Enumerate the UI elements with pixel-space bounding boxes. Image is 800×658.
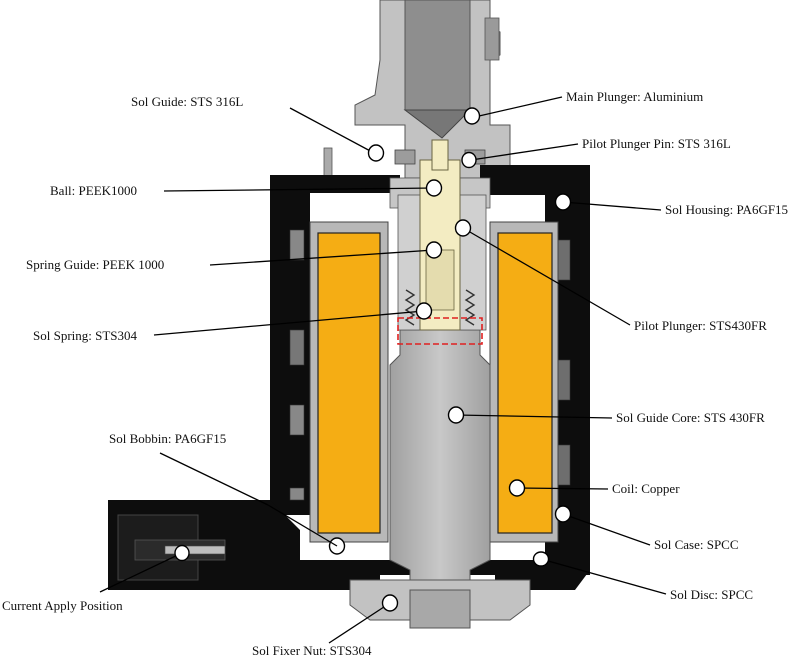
leader-sol-bobbin: [159, 452, 269, 506]
leader-ball: [163, 187, 435, 192]
marker-sol-guide-core: [447, 406, 465, 424]
marker-sol-fixer-nut: [381, 594, 399, 612]
label-main-plunger: Main Plunger: Aluminium: [566, 89, 703, 104]
leader-spring-guide: [209, 249, 435, 266]
label-current-apply: Current Apply Position: [2, 598, 123, 613]
marker-pilot-plunger-pin: [461, 151, 477, 169]
label-pilot-plunger-pin: Pilot Plunger Pin: STS 316L: [582, 136, 731, 151]
leader-sol-fixer-nut: [328, 602, 391, 644]
leader-coil: [516, 487, 609, 490]
marker-pilot-plunger: [454, 219, 472, 237]
label-sol-spring: Sol Spring: STS304: [33, 328, 138, 343]
leader-pilot-plunger-pin: [470, 143, 579, 161]
leader-sol-housing: [562, 201, 662, 211]
label-ball: Ball: PEEK1000: [50, 183, 137, 198]
marker-current-apply: [174, 544, 190, 562]
label-sol-guide-core: Sol Guide Core: STS 430FR: [616, 410, 765, 425]
marker-sol-guide: [367, 144, 385, 162]
marker-coil: [508, 479, 526, 497]
label-sol-housing: Sol Housing: PA6GF15: [665, 202, 788, 217]
leader-pilot-plunger: [462, 227, 631, 326]
marker-sol-spring: [415, 302, 433, 320]
label-sol-case: Sol Case: SPCC: [654, 537, 739, 552]
marker-sol-disc: [532, 551, 550, 567]
leader-sol-spring: [153, 310, 425, 336]
leader-sol-guide-core: [455, 414, 613, 419]
label-spring-guide: Spring Guide: PEEK 1000: [26, 257, 164, 272]
leader-lines: [99, 96, 667, 644]
label-coil: Coil: Copper: [612, 481, 680, 496]
component-labels: Main Plunger: Aluminium Sol Guide: STS 3…: [2, 89, 788, 658]
leader-current-apply: [99, 552, 183, 593]
label-sol-bobbin: Sol Bobbin: PA6GF15: [109, 431, 226, 446]
marker-circles: [174, 107, 572, 612]
leader-sol-guide: [289, 107, 375, 154]
marker-spring-guide: [425, 241, 443, 259]
label-sol-fixer-nut: Sol Fixer Nut: STS304: [252, 643, 372, 658]
label-pilot-plunger: Pilot Plunger: STS430FR: [634, 318, 767, 333]
leader-sol-disc: [540, 558, 667, 595]
marker-sol-housing: [554, 193, 572, 211]
leader-sol-bobbin-extension: [267, 504, 338, 547]
coil-windings: [317, 232, 553, 534]
leader-sol-case: [562, 513, 651, 546]
leader-main-plunger: [478, 96, 563, 117]
marker-ball: [425, 179, 443, 197]
marker-main-plunger: [463, 107, 481, 125]
marker-sol-case: [554, 505, 572, 523]
label-sol-disc: Sol Disc: SPCC: [670, 587, 753, 602]
sol-guide-body: [323, 0, 511, 179]
label-sol-guide: Sol Guide: STS 316L: [131, 94, 243, 109]
